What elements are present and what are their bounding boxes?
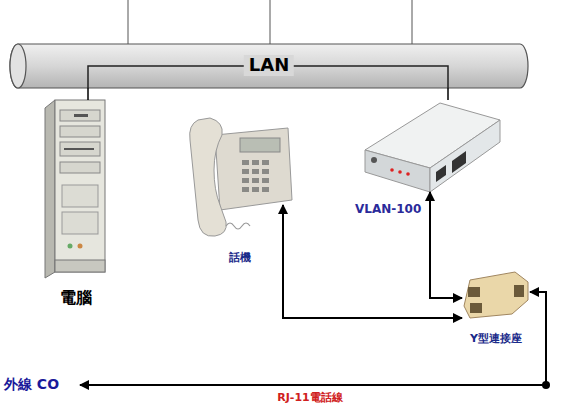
external-line: 外線 CO <box>4 376 80 394</box>
y-port <box>468 287 480 297</box>
device-front <box>365 150 430 192</box>
lan-drop <box>412 0 413 44</box>
phone-cable <box>283 205 462 318</box>
drive-bay <box>60 126 100 137</box>
lan-drop <box>128 0 129 44</box>
computer: 電腦 <box>45 100 107 278</box>
phone-cord <box>226 223 250 229</box>
junction-dot <box>542 381 550 389</box>
phone-keypad <box>242 160 269 192</box>
tower-front <box>55 100 105 272</box>
device-label: 話機 <box>229 252 251 265</box>
tower-base <box>55 260 105 272</box>
y-connector-body <box>464 272 528 318</box>
drive-slot <box>64 148 94 150</box>
pipe-end <box>10 44 26 88</box>
rj45-port <box>452 151 466 173</box>
device-label: VLAN-100 <box>355 203 421 217</box>
status-led <box>398 170 402 174</box>
status-led <box>406 172 410 176</box>
telephone: 話機 <box>188 118 292 205</box>
lan-pipe <box>10 44 528 88</box>
rj11-port <box>436 165 446 182</box>
drive-slot <box>74 114 88 117</box>
power-jack <box>371 157 377 163</box>
phone-display <box>240 138 280 152</box>
phone-cable <box>80 292 546 385</box>
lan-drop <box>270 0 271 44</box>
phone-handset <box>190 118 227 236</box>
lan-cable <box>447 88 449 100</box>
drive-bay <box>60 110 100 121</box>
device-label: 外線 CO <box>4 376 59 392</box>
drive-bay <box>60 162 100 173</box>
status-led <box>390 168 394 172</box>
tower-side <box>45 100 55 278</box>
tower-panel <box>62 185 98 207</box>
phone-base <box>215 128 292 210</box>
y-connector: Y型連接座 <box>462 270 530 320</box>
device-label: LAN <box>244 55 294 76</box>
y-port <box>514 285 524 297</box>
vlan-device: VLAN-100 <box>363 100 500 192</box>
cable-label: RJ-11電話線 <box>277 392 342 405</box>
drive-bay <box>60 142 100 156</box>
lan-cable <box>87 88 89 100</box>
phone-cable <box>430 192 462 298</box>
device-side <box>430 120 500 192</box>
device-label: Y型連接座 <box>470 333 522 346</box>
tower-panel <box>62 212 98 234</box>
device-label: 電腦 <box>60 289 92 307</box>
lan-bus: LAN <box>10 44 528 88</box>
y-port <box>470 303 482 313</box>
disk-led <box>78 244 83 249</box>
power-led <box>68 244 73 249</box>
